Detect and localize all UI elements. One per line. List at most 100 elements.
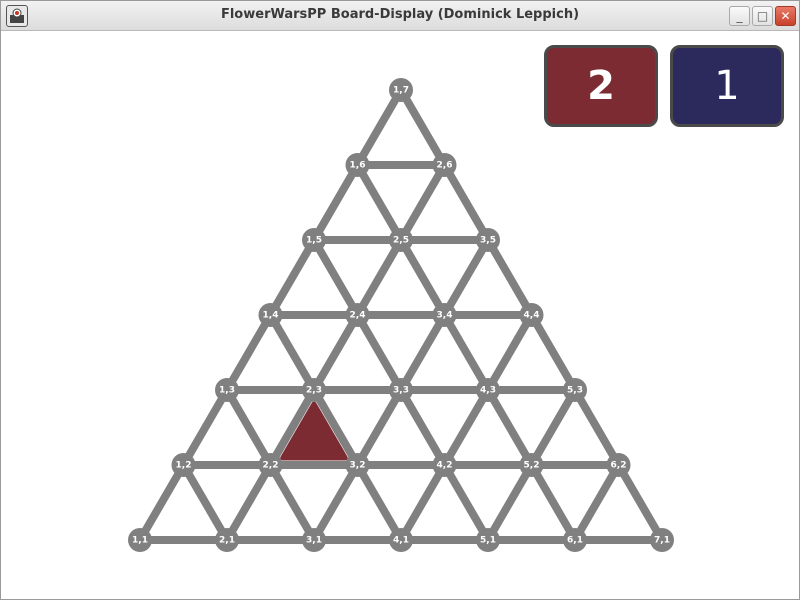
- board-node-2-2[interactable]: 2,2: [258, 453, 283, 477]
- board-node-4-2[interactable]: 4,2: [432, 453, 457, 477]
- board-edge[interactable]: [397, 461, 449, 544]
- board-edge[interactable]: [484, 386, 536, 469]
- board-node-1-7[interactable]: 1,7: [389, 78, 413, 102]
- node-dot[interactable]: [432, 153, 457, 177]
- board-edge[interactable]: [310, 236, 362, 319]
- board-node-7-1[interactable]: 7,1: [650, 528, 674, 552]
- board-node-2-5[interactable]: 2,5: [389, 228, 413, 252]
- flower-red[interactable]: [280, 401, 348, 461]
- board-edge[interactable]: [353, 86, 405, 169]
- board-node-4-3[interactable]: 4,3: [476, 378, 500, 402]
- board-node-2-6[interactable]: 2,6: [432, 153, 457, 177]
- flowerwars-app-icon[interactable]: [6, 5, 28, 27]
- board-edge[interactable]: [310, 386, 362, 469]
- board-edge[interactable]: [614, 461, 666, 544]
- board-edge[interactable]: [571, 386, 623, 469]
- board-edge[interactable]: [353, 386, 405, 469]
- node-dot[interactable]: [345, 453, 370, 477]
- maximize-button[interactable]: □: [752, 6, 773, 26]
- node-dot[interactable]: [345, 303, 370, 327]
- board-edge[interactable]: [179, 386, 231, 469]
- board-edge[interactable]: [353, 236, 405, 319]
- board-node-3-3[interactable]: 3,3: [389, 378, 413, 402]
- board-edge[interactable]: [179, 461, 231, 544]
- node-dot[interactable]: [519, 453, 544, 477]
- board-node-4-4[interactable]: 4,4: [519, 303, 544, 327]
- board-node-1-6[interactable]: 1,6: [345, 153, 370, 177]
- board-edge[interactable]: [266, 461, 318, 544]
- board-edge[interactable]: [484, 236, 536, 319]
- board-edge[interactable]: [440, 386, 492, 469]
- board-node-3-4[interactable]: 3,4: [432, 303, 457, 327]
- board-node-1-5[interactable]: 1,5: [302, 228, 326, 252]
- board-node-1-3[interactable]: 1,3: [215, 378, 239, 402]
- board-node-3-2[interactable]: 3,2: [345, 453, 370, 477]
- board-edge[interactable]: [353, 311, 405, 394]
- node-dot[interactable]: [258, 453, 283, 477]
- node-dot[interactable]: [389, 528, 413, 552]
- board-edge[interactable]: [266, 311, 318, 394]
- node-dot[interactable]: [476, 528, 500, 552]
- node-dot[interactable]: [389, 378, 413, 402]
- board-edge[interactable]: [440, 461, 492, 544]
- board-node-2-1[interactable]: 2,1: [215, 528, 239, 552]
- board-edge[interactable]: [223, 311, 275, 394]
- board-edge[interactable]: [310, 461, 362, 544]
- node-dot[interactable]: [563, 528, 587, 552]
- node-dot[interactable]: [302, 228, 326, 252]
- board-edge[interactable]: [440, 311, 492, 394]
- node-dot[interactable]: [171, 453, 196, 477]
- board-edge[interactable]: [223, 461, 275, 544]
- board-edge[interactable]: [397, 86, 449, 169]
- board-edge[interactable]: [397, 311, 449, 394]
- board-node-1-1[interactable]: 1,1: [128, 528, 152, 552]
- node-dot[interactable]: [519, 303, 544, 327]
- board-edge[interactable]: [571, 461, 623, 544]
- title-bar[interactable]: FlowerWarsPP Board-Display (Dominick Lep…: [1, 1, 799, 31]
- minimize-button[interactable]: _: [729, 6, 750, 26]
- board-edge[interactable]: [484, 461, 536, 544]
- board-edge[interactable]: [136, 461, 188, 544]
- node-dot[interactable]: [563, 378, 587, 402]
- node-dot[interactable]: [215, 378, 239, 402]
- node-dot[interactable]: [432, 453, 457, 477]
- node-dot[interactable]: [606, 453, 631, 477]
- board-node-6-2[interactable]: 6,2: [606, 453, 631, 477]
- node-dot[interactable]: [650, 528, 674, 552]
- close-button[interactable]: ✕: [775, 6, 796, 26]
- board-edge[interactable]: [527, 461, 579, 544]
- node-dot[interactable]: [215, 528, 239, 552]
- node-dot[interactable]: [258, 303, 283, 327]
- node-dot[interactable]: [476, 378, 500, 402]
- node-dot[interactable]: [389, 78, 413, 102]
- board-node-2-3[interactable]: 2,3: [302, 378, 326, 402]
- board-edge[interactable]: [353, 161, 405, 244]
- board-node-5-1[interactable]: 5,1: [476, 528, 500, 552]
- node-dot[interactable]: [302, 378, 326, 402]
- board-node-2-4[interactable]: 2,4: [345, 303, 370, 327]
- board-node-4-1[interactable]: 4,1: [389, 528, 413, 552]
- board-edge[interactable]: [353, 461, 405, 544]
- board-edge[interactable]: [527, 386, 579, 469]
- board-edge[interactable]: [223, 386, 275, 469]
- board-node-6-1[interactable]: 6,1: [563, 528, 587, 552]
- board-edge[interactable]: [397, 161, 449, 244]
- board-edge[interactable]: [440, 236, 492, 319]
- board-node-3-5[interactable]: 3,5: [476, 228, 500, 252]
- node-dot[interactable]: [432, 303, 457, 327]
- board-edge[interactable]: [527, 311, 579, 394]
- board-edge[interactable]: [397, 236, 449, 319]
- board-edge[interactable]: [397, 386, 449, 469]
- node-dot[interactable]: [345, 153, 370, 177]
- node-dot[interactable]: [476, 228, 500, 252]
- board-node-1-4[interactable]: 1,4: [258, 303, 283, 327]
- node-dot[interactable]: [389, 228, 413, 252]
- board-edge[interactable]: [266, 236, 318, 319]
- board-edge[interactable]: [310, 311, 362, 394]
- board-node-1-2[interactable]: 1,2: [171, 453, 196, 477]
- node-dot[interactable]: [128, 528, 152, 552]
- node-dot[interactable]: [302, 528, 326, 552]
- board-node-5-2[interactable]: 5,2: [519, 453, 544, 477]
- board-edge[interactable]: [310, 161, 362, 244]
